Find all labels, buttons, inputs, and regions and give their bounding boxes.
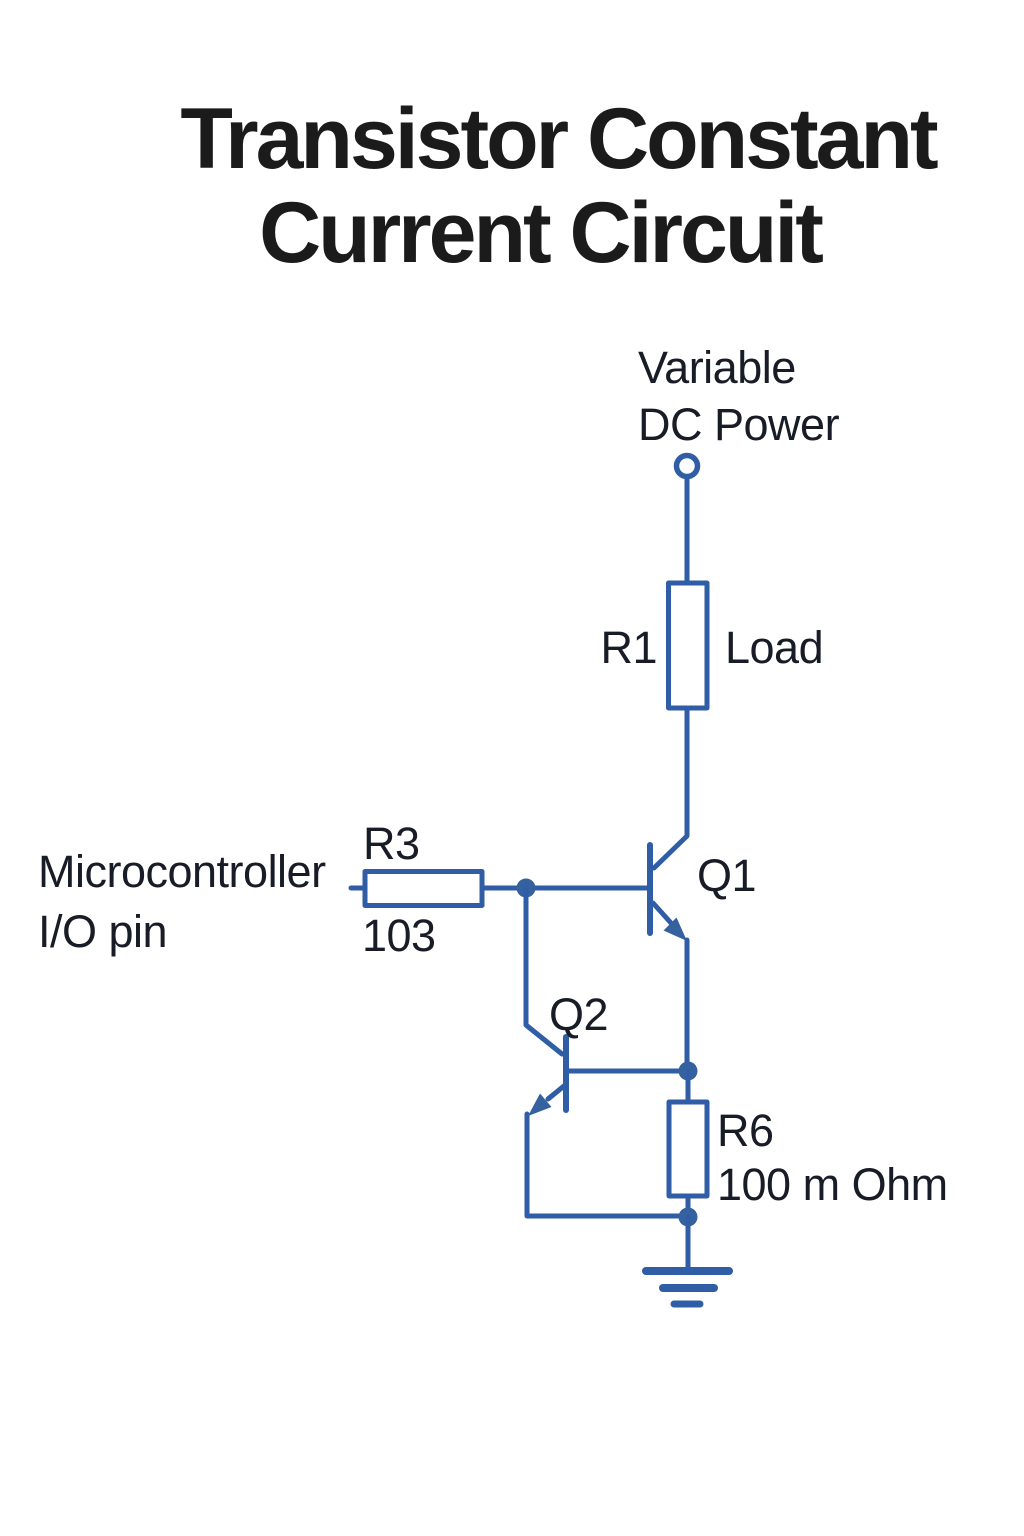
page-title-line1: Transistor Constant (180, 91, 938, 187)
power-label-line1: Variable (638, 342, 796, 393)
q2-emitter-lead (545, 1083, 567, 1102)
transistor-q1-ref: Q1 (697, 850, 756, 901)
resistor-r6-value: 100 m Ohm (717, 1159, 948, 1210)
wire-r1-to-q1-collector (651, 705, 690, 871)
q2-emitter-arrow-icon (528, 1093, 552, 1116)
resistor-r3-body-icon (362, 869, 485, 908)
wire-q2-emitter-to-ground-node (524, 1111, 691, 1219)
ground-symbol (642, 1214, 733, 1308)
resistor-r6-ref: R6 (717, 1105, 774, 1156)
resistor-r1-note: Load (725, 622, 823, 673)
page-title-line2: Current Circuit (259, 185, 823, 281)
resistor-r1: R1 Load (600, 580, 824, 711)
wire-junction-to-q2-base (523, 885, 565, 1057)
resistor-r3-ref: R3 (363, 818, 420, 869)
transistor-q2-ref: Q2 (549, 989, 608, 1040)
input-label-line1: Microcontroller (38, 846, 326, 897)
q1-emitter-arrow-icon (663, 917, 687, 941)
resistor-r3-value: 103 (362, 910, 436, 961)
resistor-r1-body-icon (666, 580, 710, 711)
q1-emitter-lead (650, 900, 674, 926)
resistor-r6: R6 100 m Ohm (666, 1068, 948, 1220)
transistor-q1: Q1 (647, 842, 757, 941)
power-terminal: Variable DC Power (638, 342, 840, 480)
resistor-r1-ref: R1 (600, 622, 657, 673)
power-terminal-icon (673, 452, 701, 480)
page-title: Transistor Constant Current Circuit (180, 91, 941, 281)
power-label-line2: DC Power (638, 399, 840, 450)
resistor-r3: R3 103 (348, 818, 485, 961)
input-label-line2: I/O pin (38, 906, 167, 957)
input-label: Microcontroller I/O pin (38, 846, 327, 957)
transistor-q2: Q2 (528, 989, 691, 1116)
resistor-r6-body-icon (666, 1099, 710, 1199)
